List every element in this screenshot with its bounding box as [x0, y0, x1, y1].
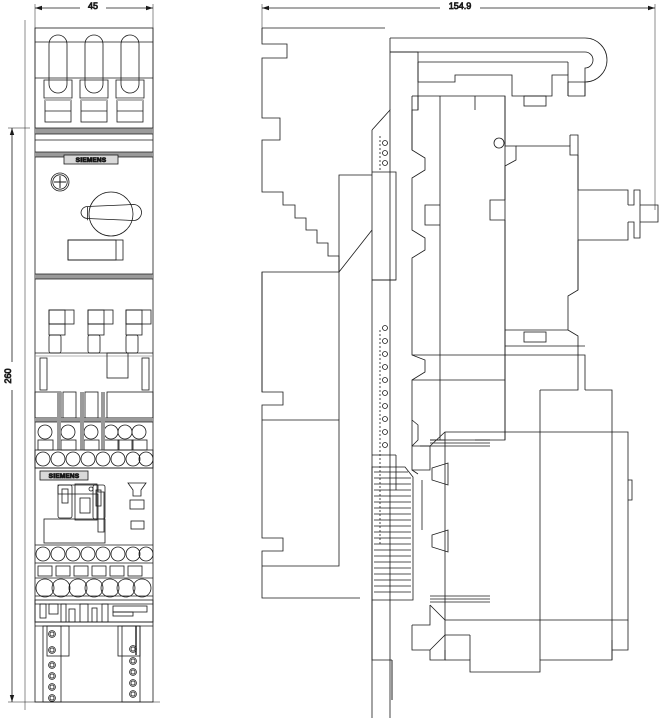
- side-heatsink: [371, 466, 414, 700]
- brand-label-lower: SIEMENS: [49, 473, 80, 480]
- front-housing-bands: [35, 127, 153, 158]
- front-mounting-rails: [35, 625, 153, 703]
- front-mid-terminal-group: [35, 309, 153, 379]
- rotary-knob: [80, 191, 142, 237]
- side-bottom-foot: [391, 620, 629, 700]
- front-view: SIEMENS: [34, 27, 154, 703]
- mid-terminal-1: [48, 309, 75, 354]
- dimension-label-154-9: 154.9: [449, 1, 472, 11]
- brand-plate-lower: SIEMENS: [39, 470, 89, 481]
- phillips-screw: [50, 172, 70, 192]
- front-contactor-detail: [43, 483, 106, 544]
- front-indicator-marks: [127, 482, 147, 530]
- top-terminal-1: [43, 34, 73, 123]
- front-band-mid: [35, 273, 153, 280]
- front-vertical-slots: [39, 357, 150, 391]
- front-terminal-row-b: [34, 449, 154, 469]
- front-terminal-row-a: [37, 392, 148, 451]
- side-rear-bracket: [261, 27, 385, 599]
- side-top-cover: [389, 37, 608, 110]
- top-terminal-2: [79, 34, 109, 123]
- front-top-terminal-group: [35, 34, 153, 123]
- side-lower-block: [411, 354, 633, 626]
- side-relay-body: [504, 96, 659, 440]
- top-terminal-3: [115, 34, 145, 123]
- front-lower-terminal-rows: [35, 544, 154, 598]
- brand-label-upper: SIEMENS: [76, 157, 107, 164]
- side-view: [261, 27, 659, 718]
- front-base-strip: [34, 599, 154, 623]
- front-body-outline: [34, 27, 154, 703]
- dimension-label-260: 260: [3, 368, 13, 383]
- brand-plate-upper: SIEMENS: [63, 154, 119, 165]
- mid-terminal-3: [125, 309, 152, 354]
- dimension-label-45: 45: [88, 1, 98, 11]
- front-label-window: [67, 239, 124, 261]
- side-upper-shelf: [505, 354, 613, 432]
